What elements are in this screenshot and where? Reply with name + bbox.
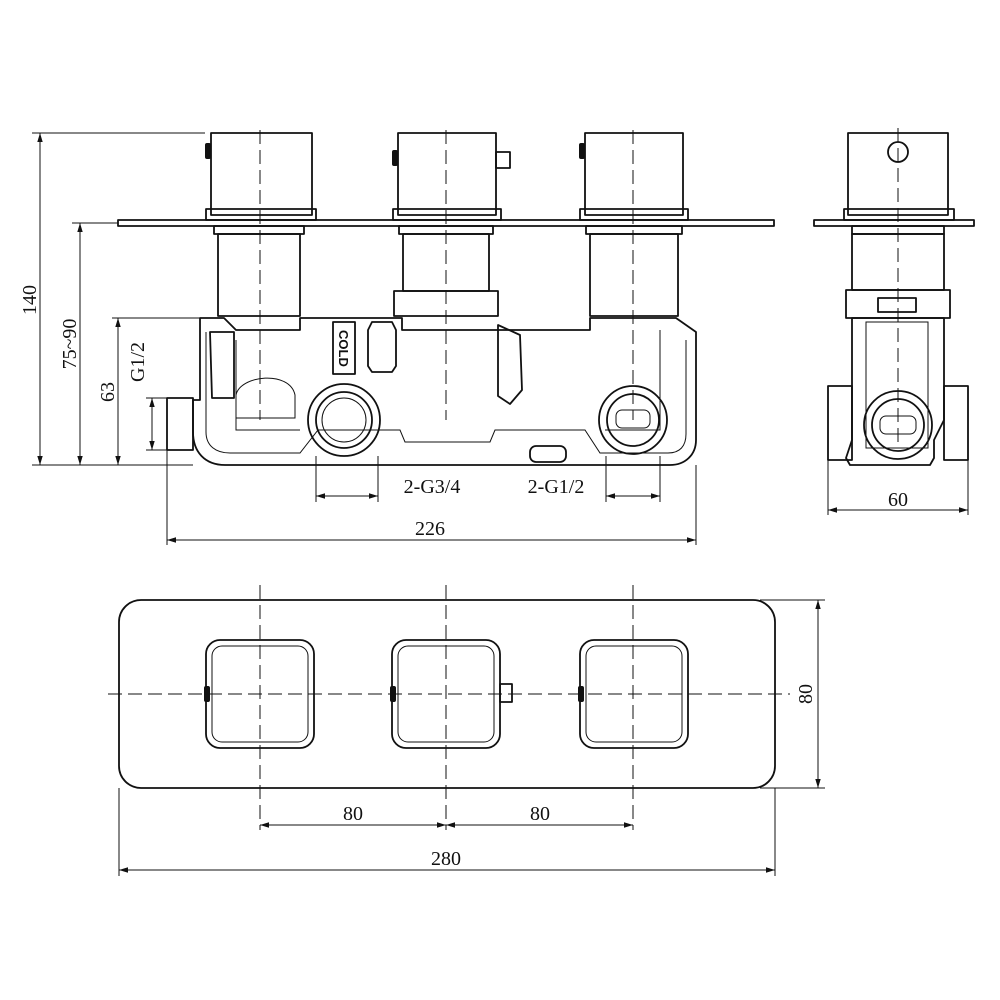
dim-label-g12-outlet: G1/2: [127, 342, 149, 382]
dim-outlet-thread: G1/2: [127, 342, 167, 451]
dim-label-63: 63: [97, 382, 119, 402]
dim-plate-height: 80: [760, 599, 825, 789]
dim-label-80-height: 80: [795, 684, 817, 704]
dim-label-226: 226: [415, 518, 445, 540]
centre-handle: [392, 132, 511, 317]
dim-label-2g34: 2-G3/4: [404, 476, 461, 498]
left-handle: [205, 132, 317, 317]
front-view: COLD 140 75~90: [19, 130, 775, 545]
dim-label-2g12: 2-G1/2: [528, 476, 585, 498]
dim-label-75-90: 75~90: [59, 319, 81, 370]
dim-plate-offset: 75~90: [59, 222, 118, 465]
cold-stamp: COLD: [336, 330, 351, 367]
side-view: 60: [813, 128, 975, 515]
dim-spacing-right: 80: [446, 803, 633, 828]
dim-spacing-left: 80: [260, 803, 446, 828]
dim-depth: 60: [827, 460, 969, 515]
dim-label-80-right: 80: [530, 803, 550, 825]
dim-overall-height: 140: [19, 132, 205, 466]
valve-body: COLD: [166, 317, 697, 466]
plate-view: 80 80 280 80: [108, 585, 825, 876]
dim-plate-width: 280: [118, 788, 776, 876]
dim-label-80-left: 80: [343, 803, 363, 825]
dim-cold-inlets: 2-G1/2: [528, 456, 661, 502]
dim-body-width: 226: [166, 450, 697, 545]
dim-label-280: 280: [431, 848, 461, 870]
dim-label-60: 60: [888, 489, 908, 511]
right-handle: [579, 132, 689, 317]
dim-outlet-height: 63: [97, 317, 200, 465]
left-inlet: [307, 383, 381, 457]
dim-hot-inlets: 2-G3/4: [315, 456, 461, 502]
dim-label-140: 140: [19, 285, 41, 315]
